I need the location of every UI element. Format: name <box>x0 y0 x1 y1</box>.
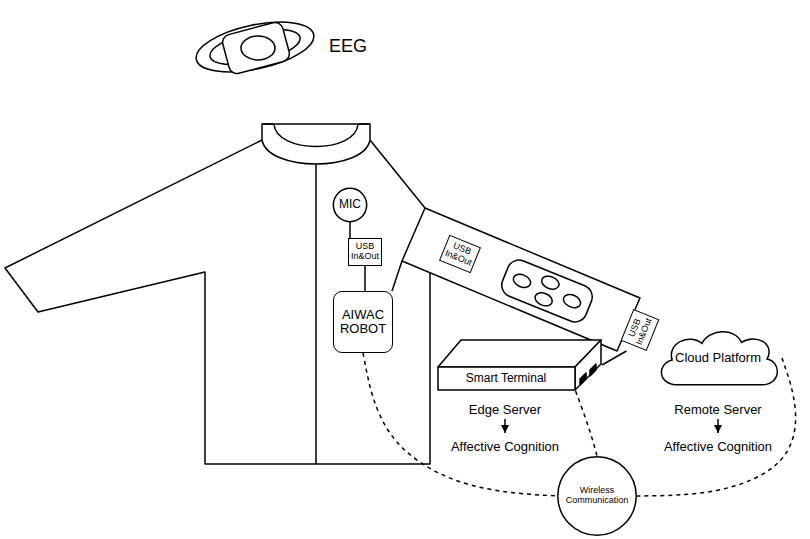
jacket-body <box>5 140 430 464</box>
node-text: USB In&Out <box>351 242 379 262</box>
jacket-shoulder <box>370 140 425 208</box>
server-label: Edge Server <box>468 403 542 418</box>
usb-port-box: USB In&Out <box>348 238 382 266</box>
collar-top <box>262 123 370 125</box>
jacket-zipper <box>315 163 317 464</box>
flow-arrow <box>504 419 506 433</box>
device-button <box>540 274 561 292</box>
wireless-circle: Wireless Communication <box>557 456 637 536</box>
arm-band <box>402 208 640 351</box>
node-text: AIWAC ROBOT <box>340 308 386 337</box>
flow-arrow <box>717 419 719 433</box>
node-text: USB In&Out <box>626 313 655 346</box>
collar-fold <box>274 124 358 147</box>
eeg-electrode <box>241 36 275 60</box>
eeg-band-outer <box>192 13 319 81</box>
device-label: EEG <box>328 36 368 57</box>
terminal-port <box>580 373 586 385</box>
node-text: Cloud Platform <box>675 351 761 365</box>
wireless-link <box>576 391 597 456</box>
arm-device <box>498 257 596 326</box>
node-text: Smart Terminal <box>466 372 546 385</box>
terminal-side <box>575 340 601 390</box>
device-button <box>511 272 532 290</box>
wire-connector <box>349 222 351 238</box>
node-text: Wireless Communication <box>566 486 629 506</box>
device-button <box>533 290 554 308</box>
node-text: MIC <box>339 198 361 211</box>
smart-terminal: Smart Terminal <box>437 339 602 391</box>
eeg-sensor <box>221 21 291 76</box>
server-label: Remote Server <box>673 403 762 418</box>
terminal-top <box>438 340 601 367</box>
cloud-platform: Cloud Platform <box>654 327 782 389</box>
circle-outline <box>333 188 366 221</box>
robot-arm-wire <box>392 261 402 291</box>
device-button <box>561 292 582 310</box>
robot-box: AIWAC ROBOT <box>333 291 393 353</box>
jacket-collar <box>262 124 370 164</box>
wire-connector <box>602 351 626 365</box>
terminal-front <box>438 367 575 390</box>
node-text: USB In&Out <box>443 240 476 269</box>
cognition-label: Affective Cognition <box>663 440 773 455</box>
mic-circle: MIC <box>333 188 367 222</box>
cloud-outline <box>661 332 777 385</box>
terminal-port <box>590 364 596 376</box>
circle-outline <box>558 457 636 535</box>
wire-connector <box>364 266 366 291</box>
cognition-label: Affective Cognition <box>450 440 560 455</box>
